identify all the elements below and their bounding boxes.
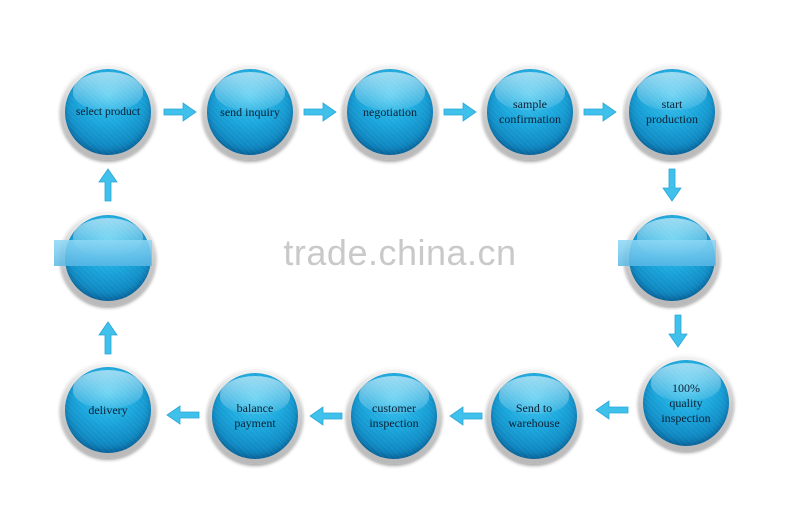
flow-arrow-right-icon: [303, 102, 337, 122]
flow-arrow-left-icon: [449, 406, 483, 426]
flow-arrow-down-icon: [662, 168, 682, 202]
highlight-band: [54, 240, 152, 266]
arrow-shape: [668, 314, 688, 348]
flow-arrow-left-icon: [309, 406, 343, 426]
step-node-right-mid: [618, 210, 720, 306]
step-node-core: negotiation: [347, 69, 433, 155]
step-label: select product: [75, 105, 141, 118]
step-node-core: delivery: [65, 367, 151, 453]
step-node-negotiation: negotiation: [342, 64, 438, 160]
arrow-shape: [443, 102, 477, 122]
arrow-shape: [662, 168, 682, 202]
arrow-shape: [309, 406, 343, 426]
step-label: delivery: [88, 402, 128, 417]
step-node-core: send inquiry: [207, 69, 293, 155]
arrow-shape: [449, 406, 483, 426]
step-node-left-mid: [54, 210, 156, 306]
flow-arrow-left-icon: [595, 400, 629, 420]
flow-arrow-up-icon: [98, 321, 118, 355]
step-node-inquiry: send inquiry: [202, 64, 298, 160]
flow-arrow-up-icon: [98, 168, 118, 202]
highlight-band: [618, 240, 716, 266]
flow-arrow-down-icon: [668, 314, 688, 348]
watermark-text: trade.china.cn: [283, 232, 517, 273]
arrow-shape: [163, 102, 197, 122]
step-node-delivery: delivery: [60, 362, 156, 458]
flow-arrow-right-icon: [443, 102, 477, 122]
step-label: send inquiry: [220, 104, 280, 119]
arrow-shape: [166, 405, 200, 425]
arrow-shape: [595, 400, 629, 420]
step-node-core: select product: [65, 69, 151, 155]
flow-arrow-right-icon: [163, 102, 197, 122]
step-label: negotiation: [363, 104, 417, 119]
arrow-shape: [583, 102, 617, 122]
step-node-select: select product: [60, 64, 156, 160]
arrow-shape: [98, 321, 118, 355]
arrow-shape: [98, 168, 118, 202]
arrow-shape: [303, 102, 337, 122]
flow-arrow-left-icon: [166, 405, 200, 425]
flow-arrow-right-icon: [583, 102, 617, 122]
